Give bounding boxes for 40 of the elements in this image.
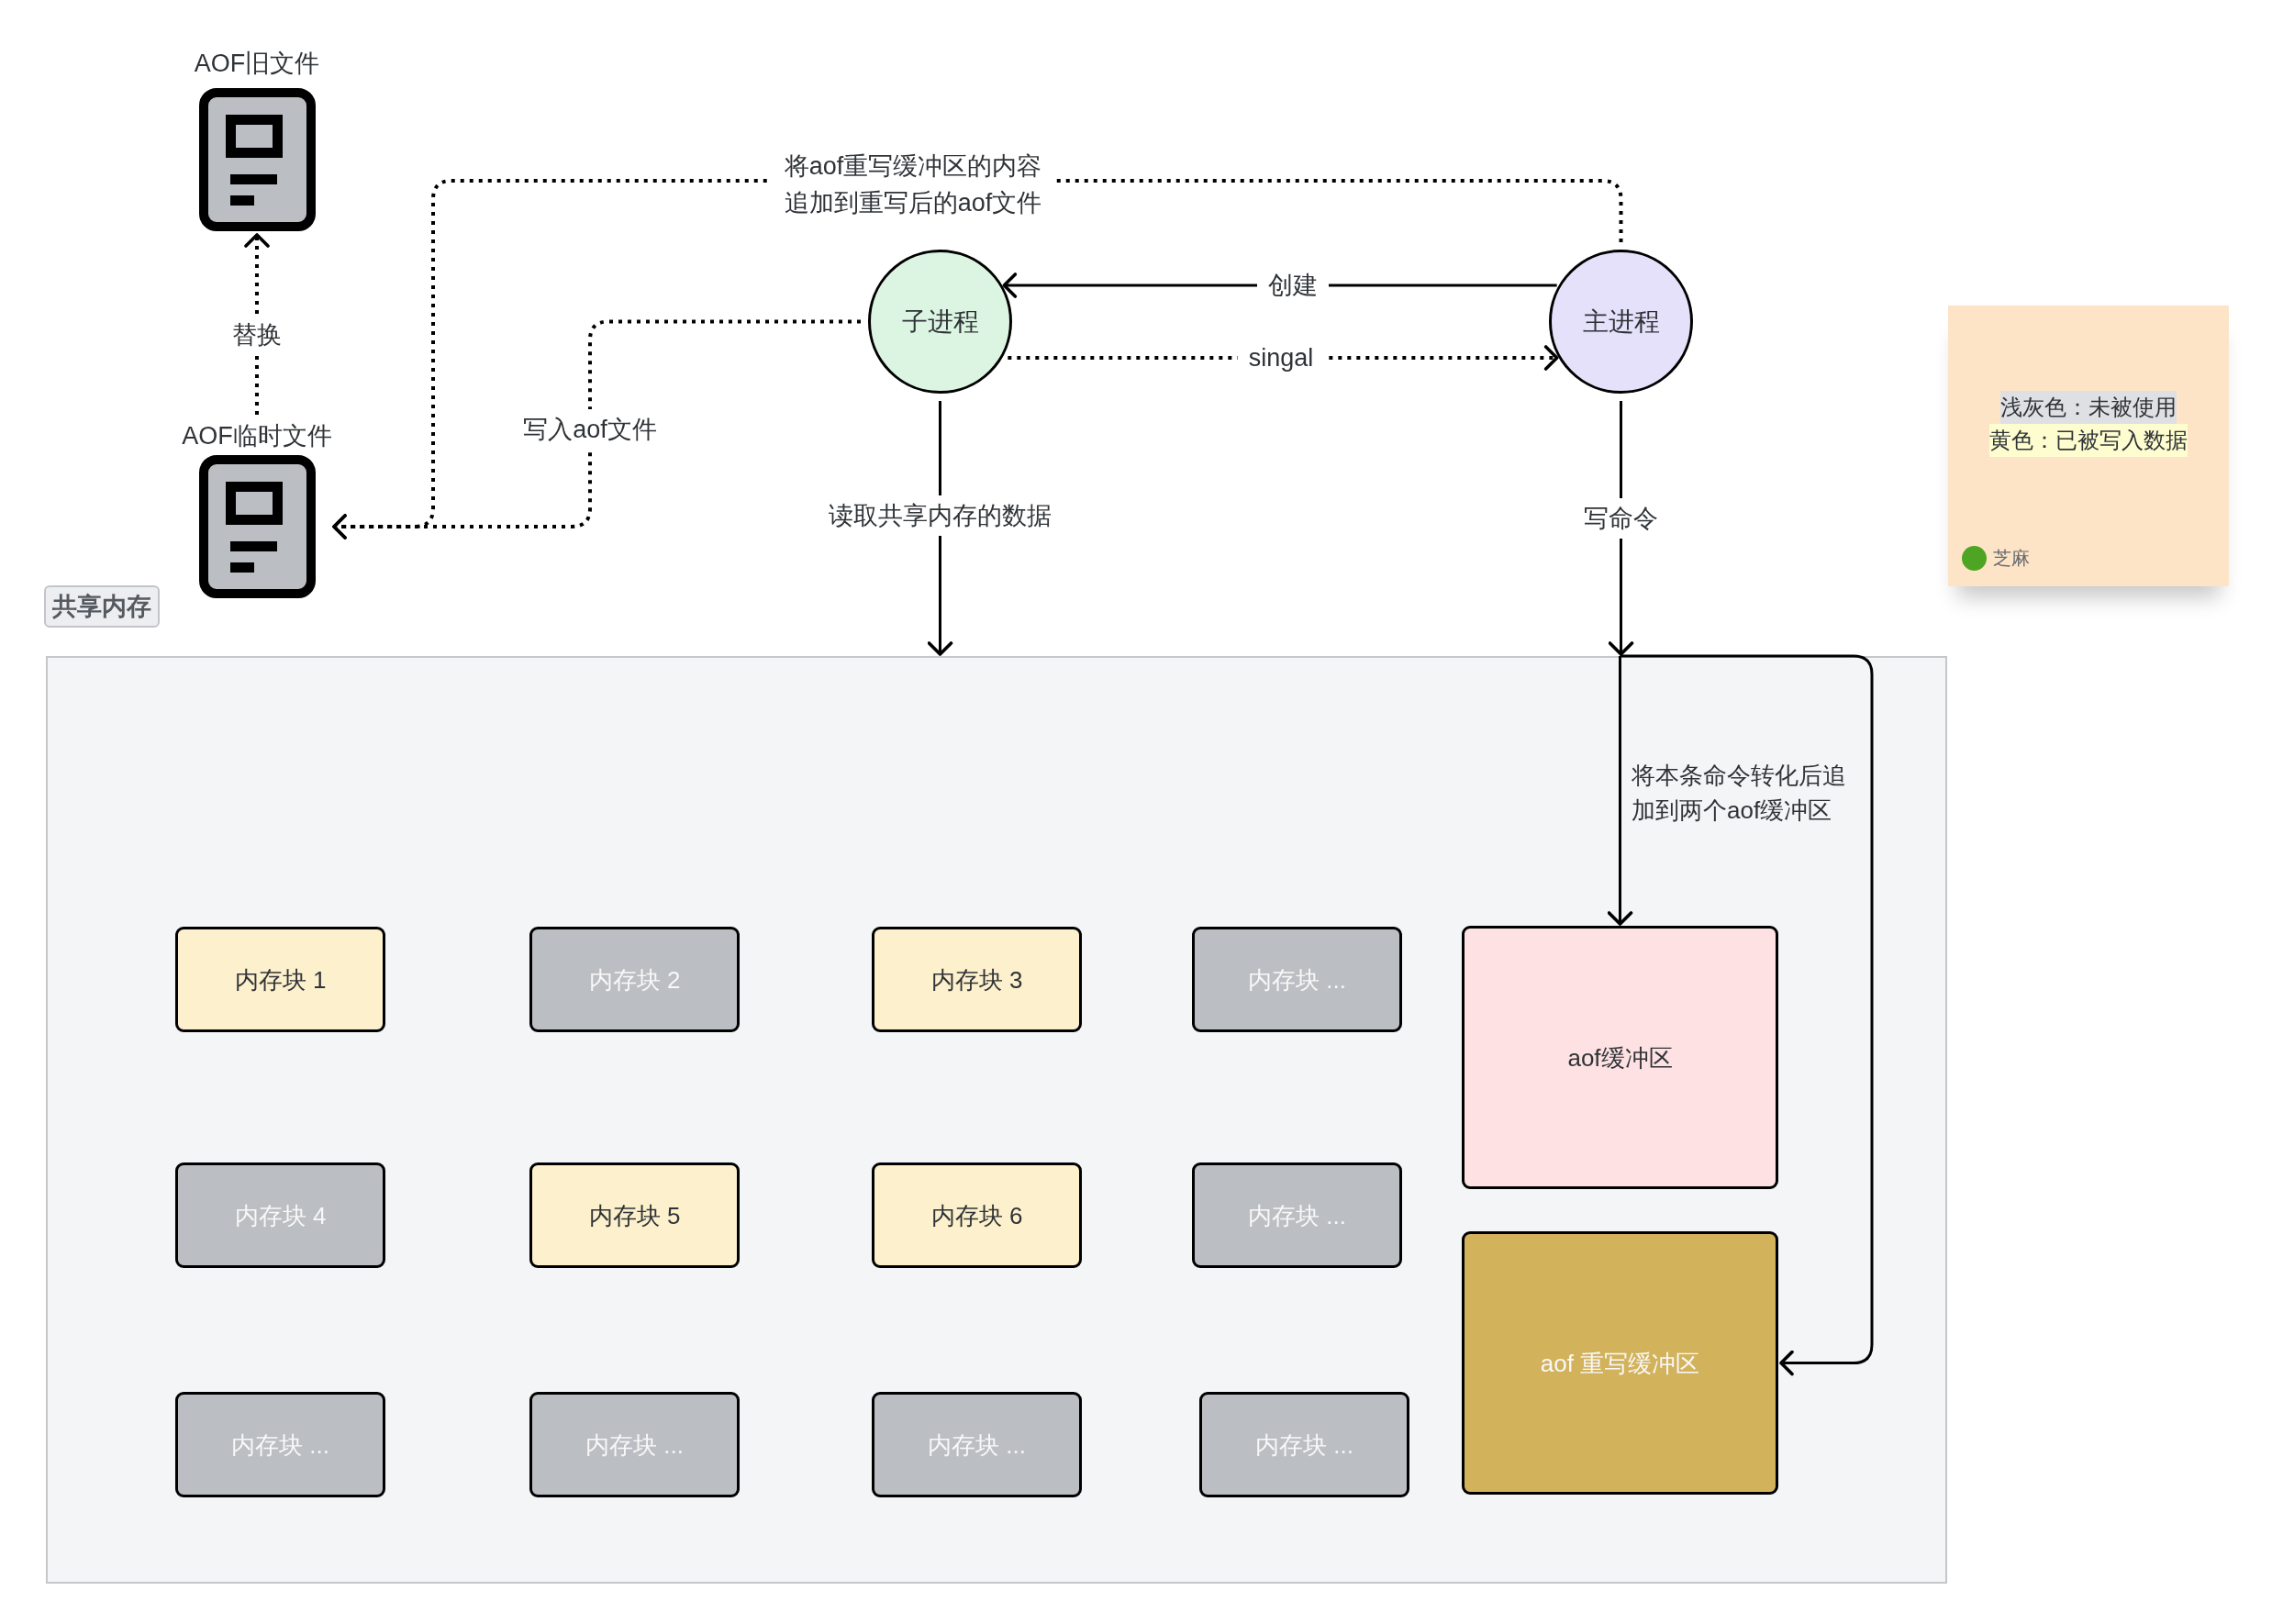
process-label: 子进程 xyxy=(901,306,979,338)
block-label: 内存块 ... xyxy=(585,1429,684,1461)
memory-block xyxy=(175,927,385,1032)
memory-block xyxy=(529,1392,740,1497)
memory-block xyxy=(872,927,1082,1032)
arrow xyxy=(1607,656,1633,926)
memory-block xyxy=(1192,1162,1402,1268)
memory-block xyxy=(529,1162,740,1268)
block-label: 内存块 4 xyxy=(234,1200,327,1231)
block-label: 内存块 6 xyxy=(930,1200,1023,1231)
memory-block xyxy=(175,1162,385,1268)
file-label: AOF临时文件 xyxy=(182,421,332,451)
panel-title-tag: 共享内存 xyxy=(44,585,160,628)
block-label: 内存块 3 xyxy=(930,964,1023,996)
block-label: 内存块 2 xyxy=(588,964,681,996)
memory-block xyxy=(872,1392,1082,1497)
buffer-box xyxy=(1462,1231,1778,1495)
memory-block xyxy=(1192,927,1402,1032)
block-label: 内存块 ... xyxy=(928,1429,1026,1461)
legend-label: 浅灰色：未被使用 xyxy=(2000,391,2177,424)
block-label: 内存块 5 xyxy=(588,1200,681,1231)
memory-block xyxy=(175,1392,385,1497)
author-name: 芝麻 xyxy=(1993,547,2030,570)
memory-block xyxy=(872,1162,1082,1268)
block-label: 内存块 1 xyxy=(234,964,327,996)
buffer-label: aof缓冲区 xyxy=(1567,1042,1673,1073)
block-label: 内存块 ... xyxy=(1255,1429,1353,1461)
process-label: 主进程 xyxy=(1582,306,1660,338)
memory-block xyxy=(1199,1392,1409,1497)
buffer-box xyxy=(1462,926,1778,1189)
arrow xyxy=(1620,654,1874,1376)
memory-block xyxy=(529,927,740,1032)
buffer-label: aof 重写缓冲区 xyxy=(1540,1348,1700,1379)
legend-label: 黄色：已被写入数据 xyxy=(1989,424,2188,457)
edge-label: 将本条命令转化后追加到两个aof缓冲区 xyxy=(1632,761,1847,826)
block-label: 内存块 ... xyxy=(1248,964,1346,996)
block-label: 内存块 ... xyxy=(231,1429,329,1461)
dotted-arrow xyxy=(332,319,861,539)
block-label: 内存块 ... xyxy=(1248,1200,1346,1231)
file-label: AOF旧文件 xyxy=(194,49,320,79)
